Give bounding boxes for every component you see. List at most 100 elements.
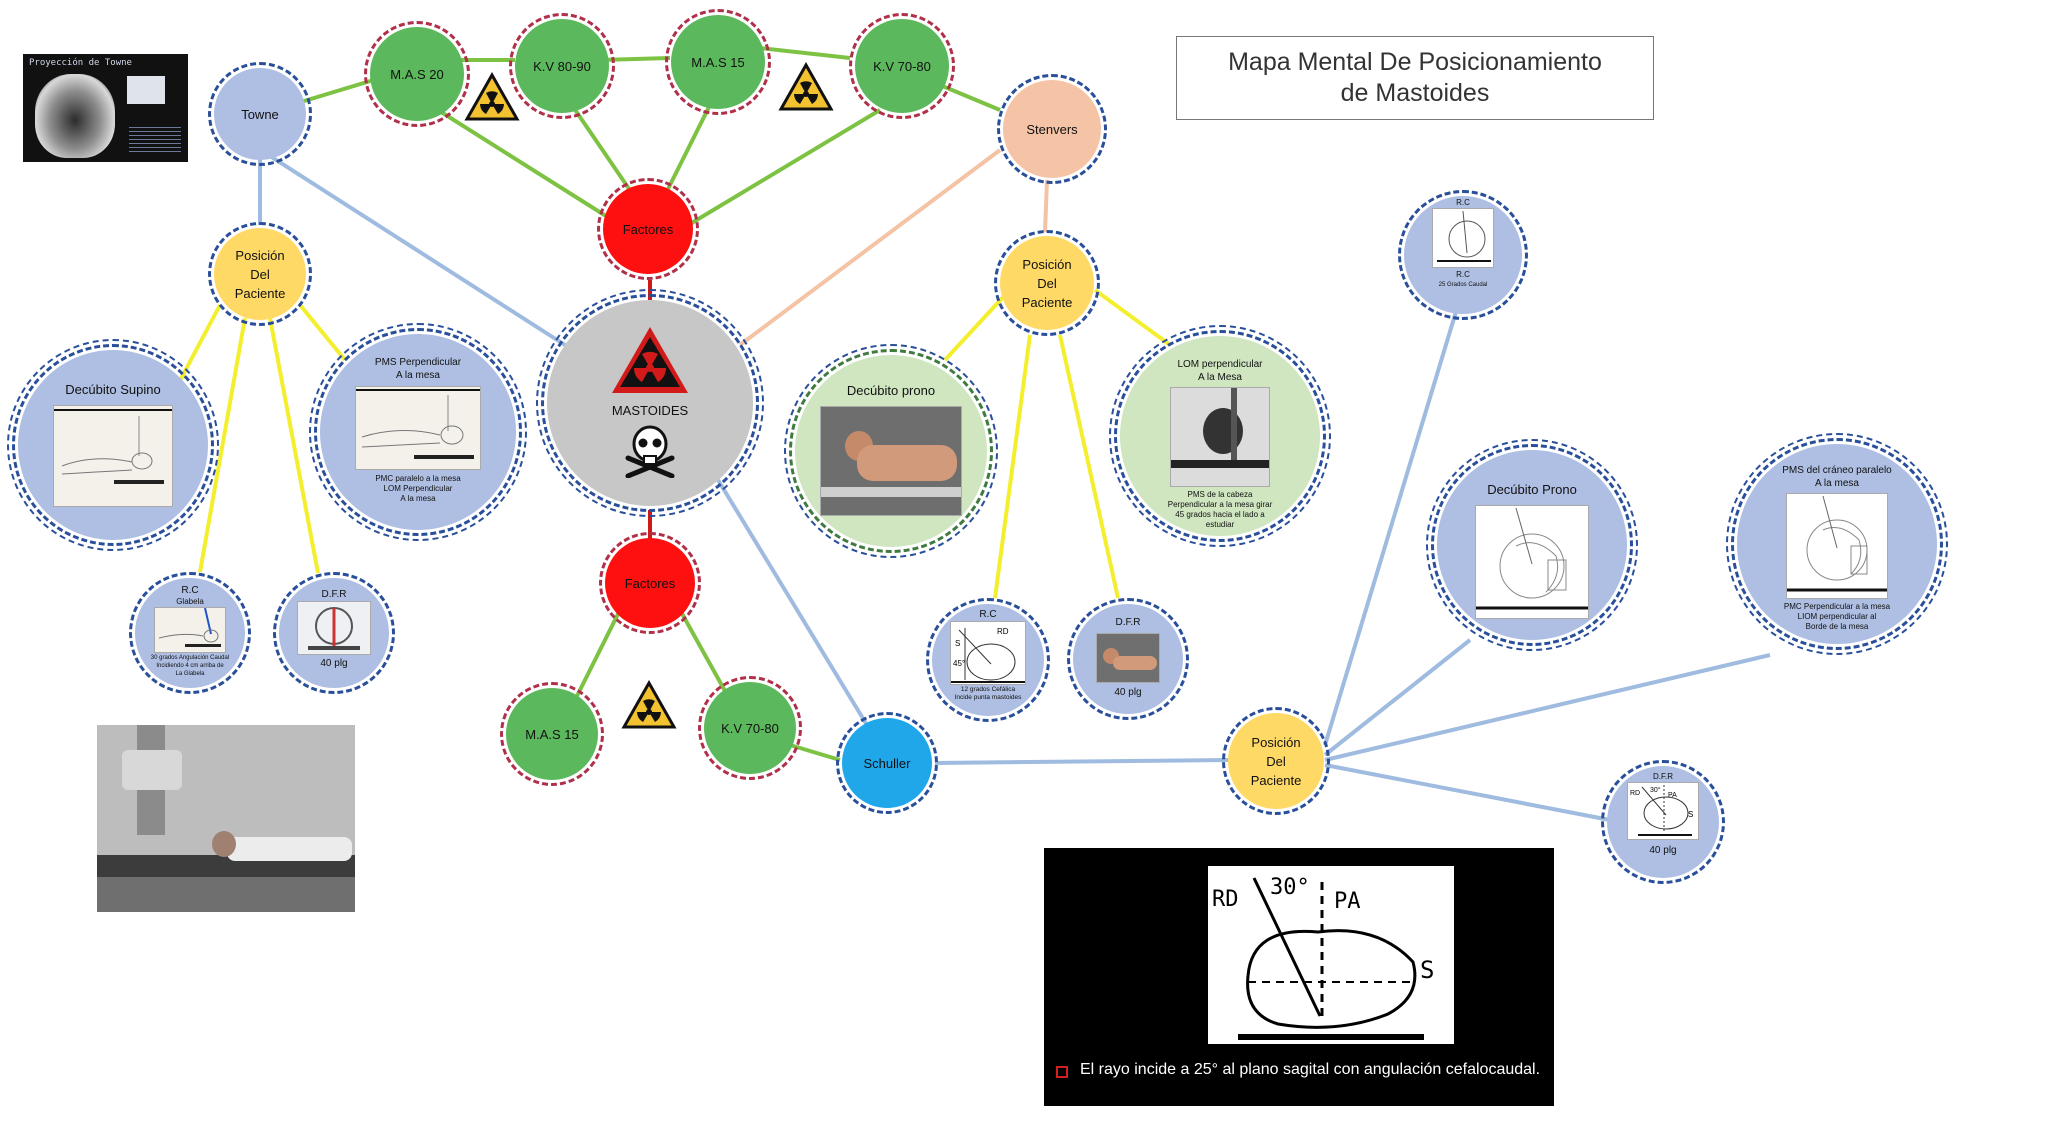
towne-label: Towne xyxy=(241,106,279,122)
towne-dfr-node[interactable]: D.F.R 40 plg xyxy=(273,572,395,694)
svg-text:S: S xyxy=(1688,810,1693,819)
mas15-top-label: M.A.S 15 xyxy=(691,54,745,70)
mas15-top-node[interactable]: M.A.S 15 xyxy=(665,9,771,115)
xray-tube-icon xyxy=(308,607,360,650)
table-base xyxy=(97,877,355,912)
svg-text:RD: RD xyxy=(997,627,1009,636)
stenvers-lom-node[interactable]: LOM perpendicular A la Mesa PMS de la ca… xyxy=(1109,325,1331,547)
towne-rc-caption2: Incidiendo 4 cm arriba de xyxy=(156,663,224,669)
schuller-rc-node[interactable]: R.C R.C 25 Grados Caudal xyxy=(1398,190,1528,320)
lom-photo-bar xyxy=(1171,460,1269,468)
stenvers-dfr-value: 40 plg xyxy=(1114,687,1142,698)
towne-rc-title: R.C xyxy=(181,585,199,596)
schuller-pms-drawing xyxy=(1786,493,1888,599)
mas20-label: M.A.S 20 xyxy=(390,66,444,82)
edge-posicion-rc xyxy=(1323,304,1460,746)
stenvers-rc-caption1: 12 grados Cefálica xyxy=(960,686,1016,693)
schuller-dfr-node[interactable]: D.F.R RD 30° PA S 40 plg xyxy=(1601,760,1725,884)
radiation-warning-icon xyxy=(464,72,520,121)
stenvers-lom-caption3: 45 grados hacia el lado a xyxy=(1175,510,1265,519)
schuller-dfr-value: 40 plg xyxy=(1649,845,1677,856)
stenvers-rc-node[interactable]: R.C 45° RD S 12 grados Cefálica Incide p… xyxy=(926,598,1050,722)
mas15-bottom-label: M.A.S 15 xyxy=(525,726,579,742)
edge-pos1-dfr xyxy=(268,317,320,574)
stenvers-lom-line2: A la Mesa xyxy=(1198,372,1242,383)
rc-glabela-drawing xyxy=(154,607,226,653)
kv8090-label: K.V 80-90 xyxy=(533,58,591,74)
kv7080-bottom-node[interactable]: K.V 70-80 xyxy=(698,676,802,780)
towne-posicion-line2: Del xyxy=(250,266,270,282)
pms-sketch-icon xyxy=(356,389,480,459)
edge-pos2-rc xyxy=(993,334,1032,599)
diagram-label-pa: PA xyxy=(1334,889,1361,914)
schuller-node[interactable]: Schuller xyxy=(836,712,938,814)
svg-text:PA: PA xyxy=(1668,792,1677,799)
skull-xray xyxy=(35,74,115,158)
towne-rc-node[interactable]: R.C Glabela 30 grados Angulación Caudal … xyxy=(129,572,251,694)
factores-bottom-label: Factores xyxy=(624,575,676,591)
towne-pms-line1: PMS Perpendicular xyxy=(374,357,462,368)
edge-posicion-decubito xyxy=(1323,638,1472,757)
towne-pms-caption2: LOM Perpendicular xyxy=(383,484,453,493)
schuller-pms-line1: PMS del cráneo paralelo xyxy=(1782,465,1892,476)
diagram-label-s: S xyxy=(1420,956,1434,984)
mas20-node[interactable]: M.A.S 20 xyxy=(364,21,470,127)
factores-top-node[interactable]: Factores xyxy=(597,178,699,280)
schuller-pms-caption1: PMC Perpendicular a la mesa xyxy=(1783,602,1891,611)
towne-decubito-node[interactable]: Decúbito Supino xyxy=(7,339,219,551)
factores-bottom-node[interactable]: Factores xyxy=(599,532,701,634)
kv7080-top-node[interactable]: K.V 70-80 xyxy=(849,13,955,119)
schuller-prone-drawing xyxy=(1475,505,1589,619)
schuller-dfr-title: D.F.R xyxy=(1653,772,1673,781)
svg-text:30°: 30° xyxy=(1650,786,1661,794)
towne-posicion-line3: Paciente xyxy=(234,285,286,301)
edge-stenvers-posicion xyxy=(1043,179,1049,233)
thumbnail-inset xyxy=(127,76,165,104)
prone-table xyxy=(821,487,961,497)
svg-text:45°: 45° xyxy=(953,659,965,668)
schuller-pms-node[interactable]: PMS del cráneo paralelo A la mesa PMC Pe… xyxy=(1726,433,1948,655)
towne-pms-line2: A la mesa xyxy=(396,370,440,381)
stenvers-posicion-node[interactable]: Posición Del Paciente xyxy=(994,230,1100,336)
supine-patient-drawing xyxy=(53,405,173,507)
kv7080-top-label: K.V 70-80 xyxy=(873,58,931,74)
towne-pms-node[interactable]: PMS Perpendicular A la mesa PMC paralelo… xyxy=(309,323,527,541)
schuller-dfr-sketch-icon: RD 30° PA S xyxy=(1630,785,1693,836)
schuller-dfr-drawing: RD 30° PA S xyxy=(1627,782,1699,840)
schuller-pms-caption3: Borde de la mesa xyxy=(1805,622,1869,631)
stenvers-rc-sketch-icon: 45° RD S xyxy=(951,627,1025,683)
towne-posicion-node[interactable]: Posición Del Paciente xyxy=(208,222,312,326)
edge-mas15-kv7080 xyxy=(759,46,851,60)
stenvers-dfr-node[interactable]: D.F.R 40 plg xyxy=(1067,598,1189,720)
schuller-decubito-node[interactable]: Decúbito Prono xyxy=(1426,439,1638,651)
schuller-rc-sketch-icon xyxy=(1437,210,1491,262)
edge-schuller-posicion xyxy=(934,758,1231,765)
title-line-1: Mapa Mental De Posicionamiento xyxy=(1228,48,1602,76)
lom-photo xyxy=(1170,387,1270,487)
xray-room-photo xyxy=(97,725,355,912)
stenvers-rc-caption2: Incide punta mastoides xyxy=(954,694,1022,701)
lom-photo-head xyxy=(1203,408,1243,454)
xray-tube-head xyxy=(122,750,182,790)
supine-sketch-icon xyxy=(54,409,172,484)
schuller-decubito-label: Decúbito Prono xyxy=(1487,482,1577,497)
mastoides-node[interactable]: MASTOIDES xyxy=(536,289,764,517)
radiation-warning-icon xyxy=(621,680,677,729)
patient-head xyxy=(212,831,236,857)
mastoides-label: MASTOIDES xyxy=(611,402,689,418)
edge-kv7080-schuller xyxy=(789,743,841,762)
mas15-bottom-node[interactable]: M.A.S 15 xyxy=(500,682,604,786)
stenvers-decubito-node[interactable]: Decúbito prono xyxy=(784,344,998,558)
stenvers-node[interactable]: Stenvers xyxy=(997,74,1107,184)
kv8090-node[interactable]: K.V 80-90 xyxy=(509,13,615,119)
diagram-white-panel: RD 30° PA S xyxy=(1208,866,1454,1044)
svg-text:S: S xyxy=(955,639,960,648)
schuller-diagram-box: RD 30° PA S El rayo incide a 25° al plan… xyxy=(1044,848,1554,1106)
schuller-posicion-node[interactable]: Posición Del Paciente xyxy=(1222,707,1330,815)
radiation-warning-icon xyxy=(612,326,688,393)
stenvers-lom-caption1: PMS de la cabeza xyxy=(1187,490,1253,499)
schuller-angle-diagram: RD 30° PA S xyxy=(1212,875,1434,1040)
towne-node[interactable]: Towne xyxy=(208,62,312,166)
edge-stenvers-mastoides xyxy=(738,148,1002,347)
schuller-pms-line2: A la mesa xyxy=(1815,478,1859,489)
